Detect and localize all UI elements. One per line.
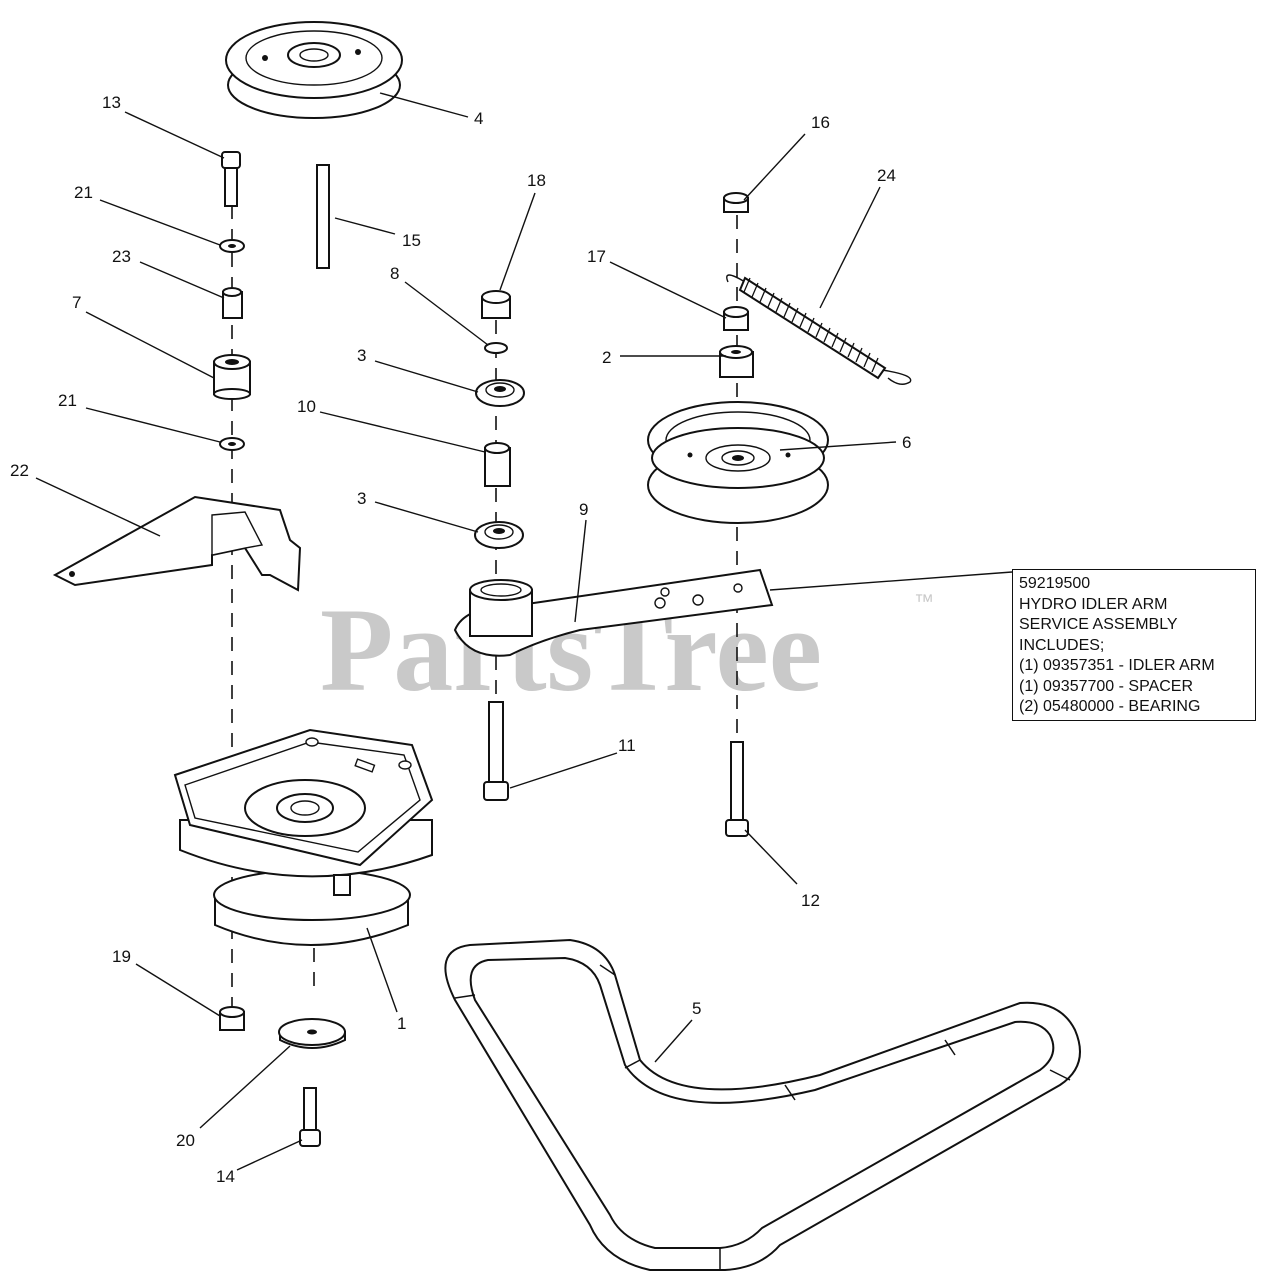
spacer-23 xyxy=(222,287,243,319)
label-2: 2 xyxy=(602,348,611,367)
callout-line-part-number: 59219500 xyxy=(1019,575,1091,592)
callout-line-includes: INCLUDES; xyxy=(1019,636,1105,654)
label-12: 12 xyxy=(801,891,820,910)
label-16: 16 xyxy=(811,113,830,132)
spacer-10 xyxy=(484,442,511,487)
nut-18 xyxy=(481,290,511,319)
bracket-22 xyxy=(52,495,302,592)
label-15: 15 xyxy=(402,231,421,250)
label-1: 1 xyxy=(397,1014,406,1033)
label-22: 22 xyxy=(10,461,29,480)
watermark-trademark: ™ xyxy=(914,591,934,613)
leader-lines xyxy=(35,92,1013,1171)
key-15 xyxy=(316,164,330,269)
callout-line-subtitle: SERVICE ASSEMBLY xyxy=(1019,616,1178,633)
label-4: 4 xyxy=(474,109,483,128)
label-7: 7 xyxy=(72,293,81,312)
nut-17 xyxy=(723,306,749,331)
spacer-7 xyxy=(213,354,251,400)
label-3-top: 3 xyxy=(357,346,366,365)
bolt-12 xyxy=(725,741,749,837)
label-24: 24 xyxy=(877,166,896,185)
label-3-bottom: 3 xyxy=(357,489,366,508)
label-19: 19 xyxy=(112,947,131,966)
callout-line-idler-arm: (1) 09357351 - IDLER ARM xyxy=(1019,657,1215,674)
bearing-3-bottom xyxy=(474,521,524,549)
nut-16 xyxy=(723,192,749,213)
spring-24 xyxy=(726,274,912,385)
bolt-11 xyxy=(483,701,509,801)
label-20: 20 xyxy=(176,1131,195,1150)
label-17: 17 xyxy=(587,247,606,266)
nut-19 xyxy=(219,1006,245,1031)
bearing-3-top xyxy=(475,379,525,407)
washer-8 xyxy=(484,342,508,354)
callout-line-spacer: (1) 09357700 - SPACER xyxy=(1019,677,1194,695)
label-18: 18 xyxy=(527,171,546,190)
label-5: 5 xyxy=(692,999,701,1018)
label-14: 14 xyxy=(216,1167,235,1186)
belt-5 xyxy=(444,938,1081,1271)
washer-20 xyxy=(278,1018,346,1049)
label-23: 23 xyxy=(112,247,131,266)
label-21-bottom: 21 xyxy=(58,391,77,410)
label-21-top: 21 xyxy=(74,183,93,202)
bolt-13 xyxy=(221,151,241,207)
label-9: 9 xyxy=(579,500,588,519)
label-8: 8 xyxy=(390,264,399,283)
callout-line-title: HYDRO IDLER ARM xyxy=(1019,595,1168,613)
clutch-1 xyxy=(173,728,434,946)
bolt-14 xyxy=(299,1087,321,1147)
pulley-top xyxy=(225,21,403,119)
service-assembly-callout: 59219500 HYDRO IDLER ARM SERVICE ASSEMBL… xyxy=(1012,569,1256,721)
idler-arm-9 xyxy=(453,568,774,657)
pulley-idler-6 xyxy=(647,401,829,524)
label-6: 6 xyxy=(902,433,911,452)
callout-line-bearing: (2) 05480000 - BEARING xyxy=(1019,698,1201,715)
label-10: 10 xyxy=(297,397,316,416)
label-13: 13 xyxy=(102,93,121,112)
label-11: 11 xyxy=(618,736,636,755)
spacer-2 xyxy=(719,345,754,378)
